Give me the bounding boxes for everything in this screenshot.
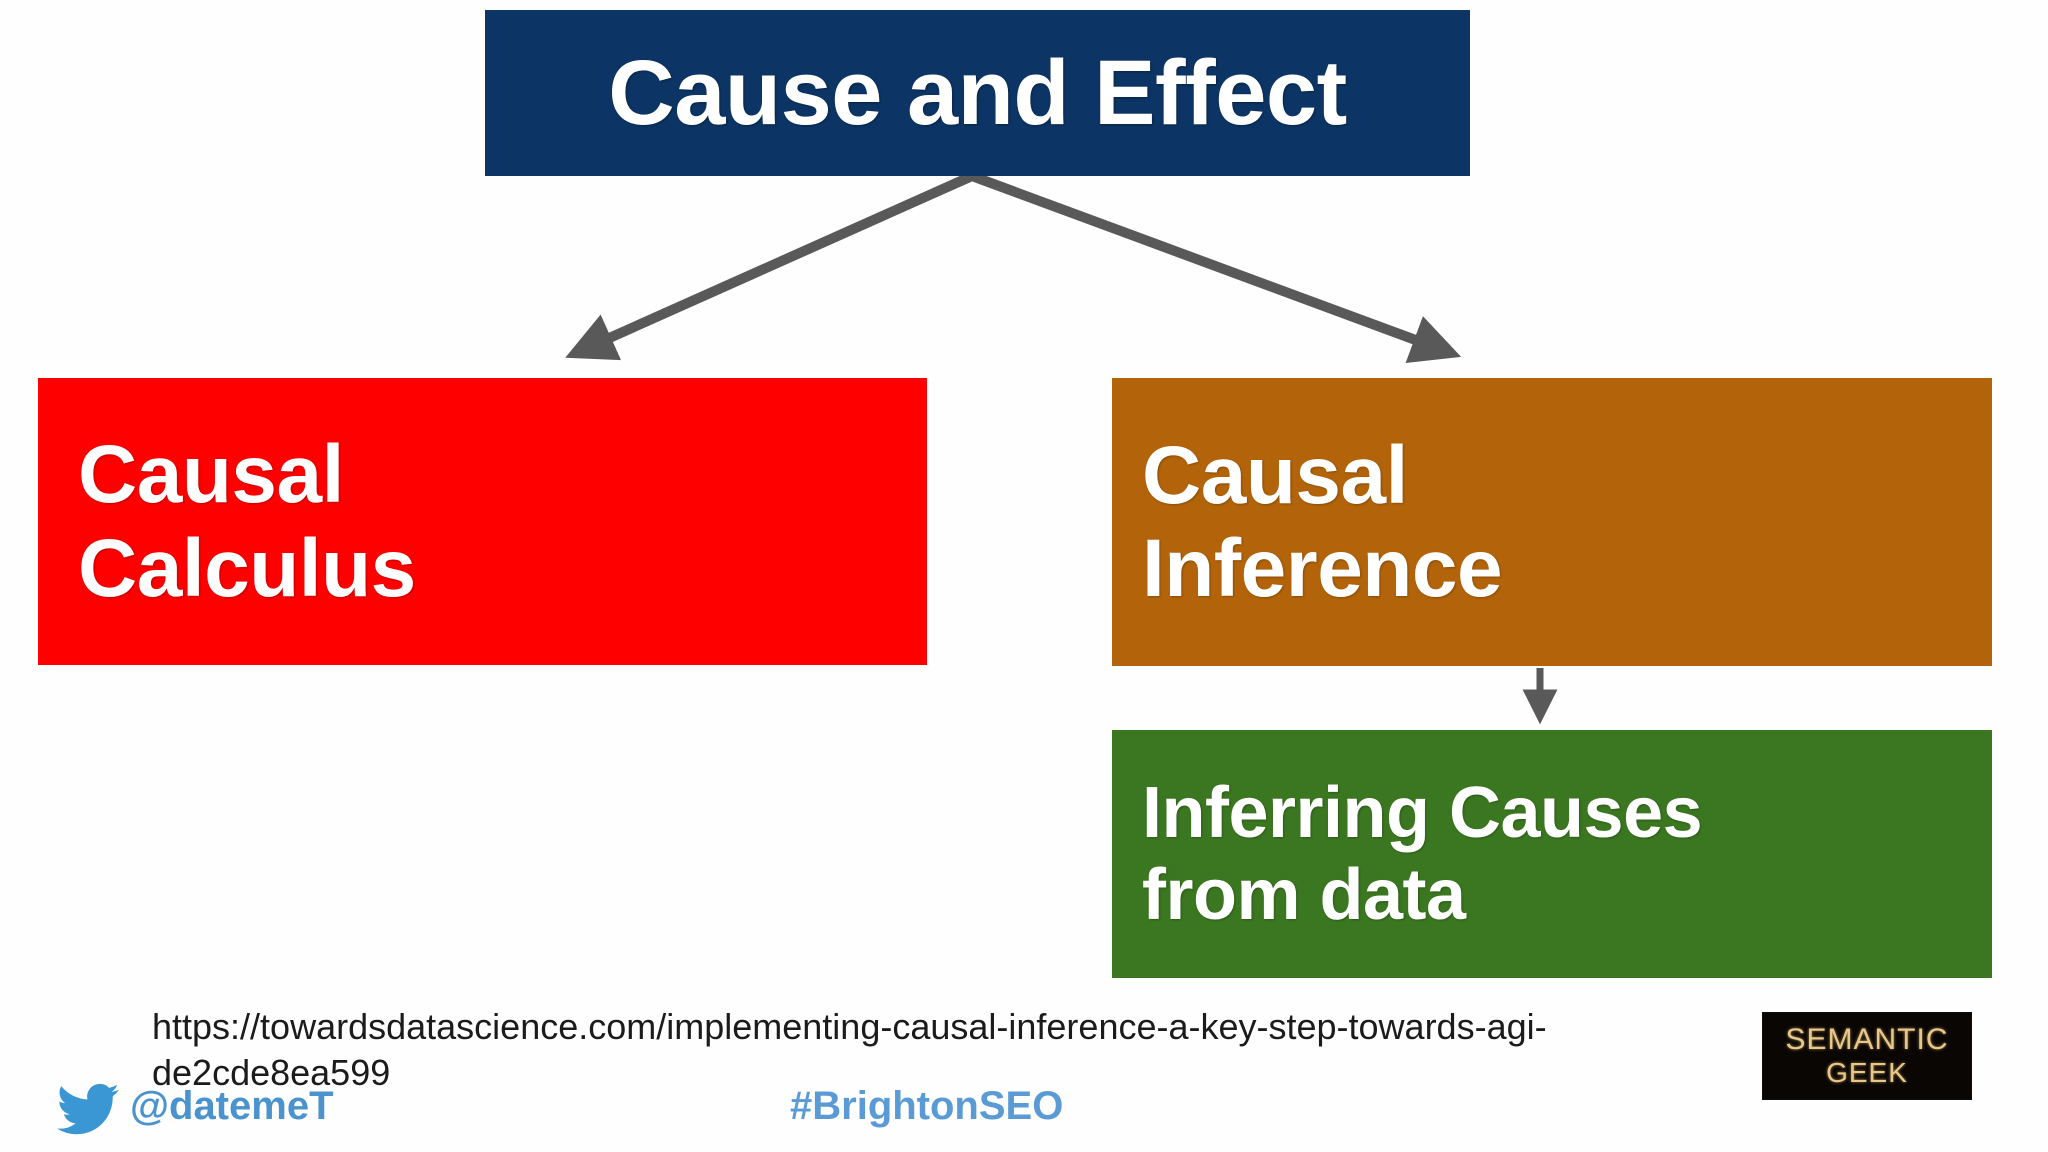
event-hashtag-text[interactable]: #BrightonSEO xyxy=(790,1084,1064,1128)
logo-line-semantic: SEMANTIC xyxy=(1785,1023,1949,1056)
twitter-bird-icon xyxy=(52,1078,124,1140)
node-cause-and-effect: Cause and Effect xyxy=(485,10,1470,176)
logo-line-geek: GEEK xyxy=(1826,1057,1908,1088)
node-causal-inference: Causal Inference xyxy=(1112,378,1992,666)
node-inferring-causes-label: Inferring Causes from data xyxy=(1142,772,1703,935)
node-causal-calculus: Causal Calculus xyxy=(38,378,927,665)
node-causal-calculus-label: Causal Calculus xyxy=(78,429,416,614)
source-url-text[interactable]: https://towardsdatascience.com/implement… xyxy=(152,1006,1547,1094)
arrow-title-to-calculus xyxy=(565,171,975,361)
node-inferring-causes-from-data: Inferring Causes from data xyxy=(1112,730,1992,978)
node-causal-inference-label: Causal Inference xyxy=(1142,429,1503,614)
semantic-geek-logo: SEMANTIC GEEK xyxy=(1762,1012,1972,1100)
node-title-label: Cause and Effect xyxy=(608,41,1347,144)
arrow-title-to-inference xyxy=(970,171,1462,363)
twitter-handle-text[interactable]: @datemeT xyxy=(130,1084,334,1128)
